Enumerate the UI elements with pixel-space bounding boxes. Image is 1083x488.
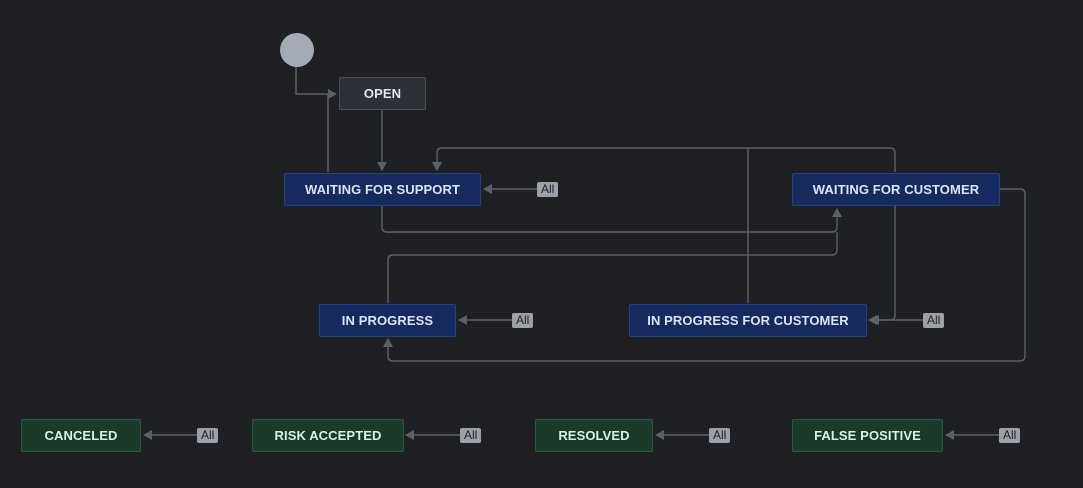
edge-waiting-customer-to-in-progress xyxy=(383,188,1026,362)
status-waiting-for-support[interactable]: WAITING FOR SUPPORT xyxy=(284,173,481,206)
status-waiting-for-customer[interactable]: WAITING FOR CUSTOMER xyxy=(792,173,1000,206)
start-node[interactable] xyxy=(280,33,314,67)
edge-waiting-support-to-waiting-customer xyxy=(381,206,842,233)
all-transition-badge-risk-accepted[interactable]: All xyxy=(460,428,482,443)
all-transition-badge-canceled[interactable]: All xyxy=(197,428,219,443)
edge-waiting-customer-to-in-progress-customer xyxy=(870,206,896,325)
edge-start-to-open xyxy=(295,67,337,99)
edge-waiting-customer-to-waiting-support xyxy=(432,147,896,172)
status-false-positive[interactable]: FALSE POSITIVE xyxy=(792,419,943,452)
all-transition-badge-resolved[interactable]: All xyxy=(709,428,731,443)
all-transition-badge-false-positive[interactable]: All xyxy=(999,428,1021,443)
status-resolved[interactable]: RESOLVED xyxy=(535,419,653,452)
status-canceled[interactable]: CANCELED xyxy=(21,419,141,452)
status-risk-accepted[interactable]: RISK ACCEPTED xyxy=(252,419,404,452)
all-transition-badge-waiting-support[interactable]: All xyxy=(537,182,559,197)
all-transition-badge-in-progress-customer[interactable]: All xyxy=(923,313,945,328)
all-transition-badge-in-progress[interactable]: All xyxy=(512,313,534,328)
status-in-progress[interactable]: IN PROGRESS xyxy=(319,304,456,337)
status-open[interactable]: OPEN xyxy=(339,77,426,110)
status-in-progress-for-customer[interactable]: IN PROGRESS FOR CUSTOMER xyxy=(629,304,867,337)
edge-in-progress-to-waiting-customer xyxy=(387,232,838,303)
